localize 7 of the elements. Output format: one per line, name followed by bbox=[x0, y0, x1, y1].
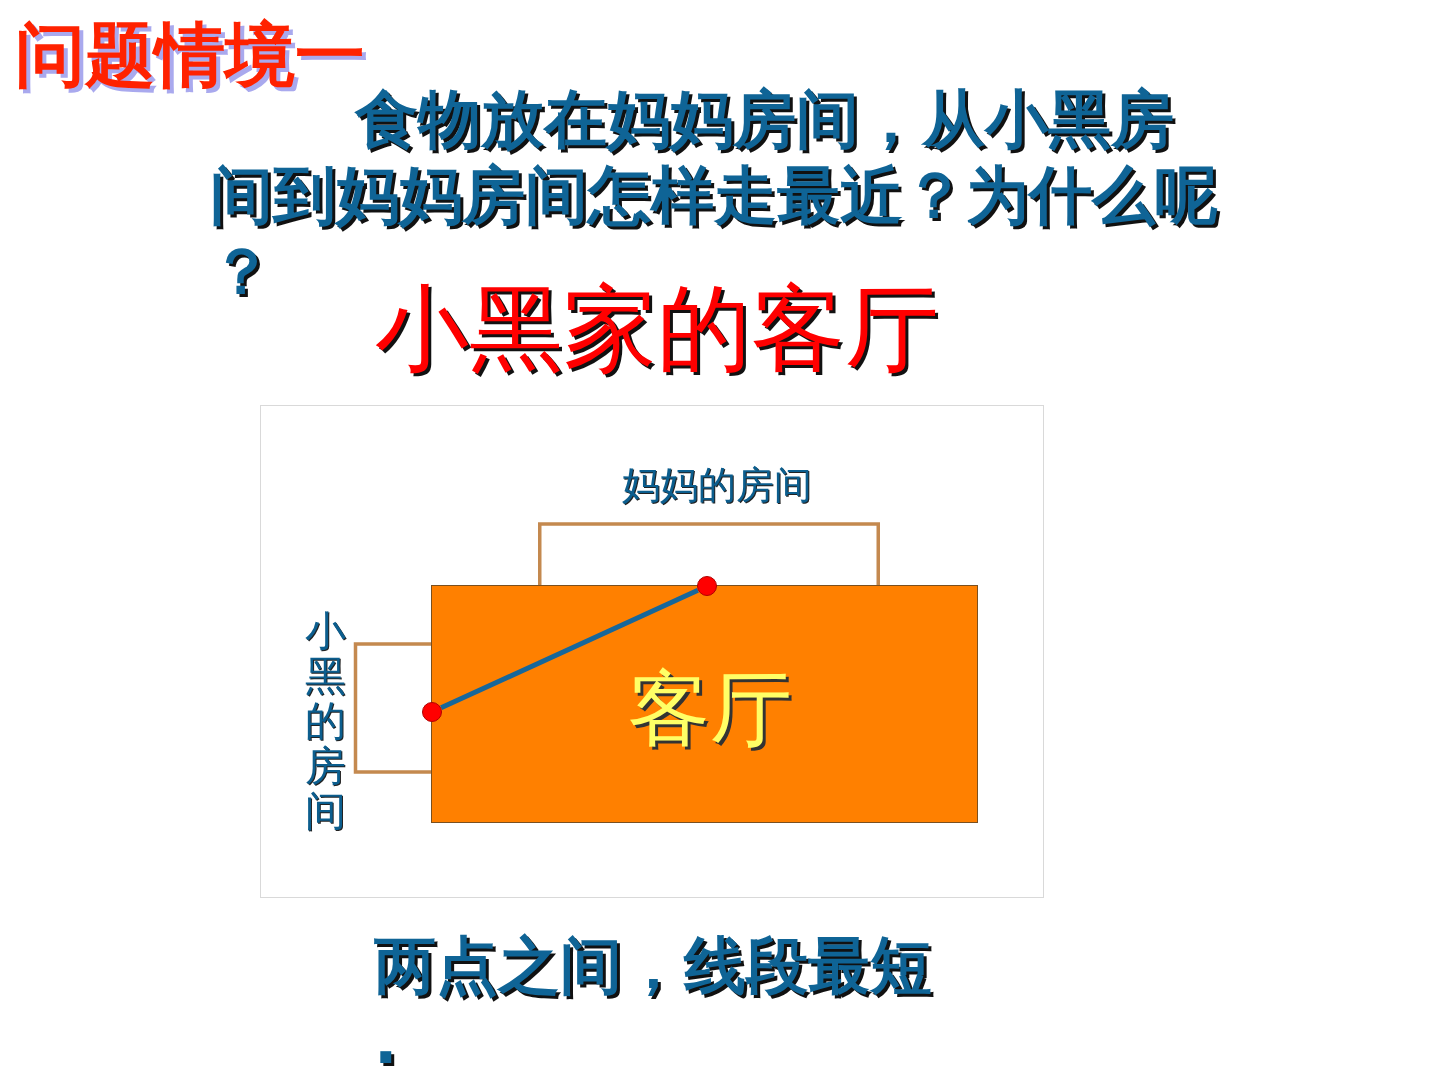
figure-heading: 小黑家的客厅 bbox=[375, 282, 939, 376]
point-marker-icon bbox=[422, 702, 442, 722]
room-label: 客厅 bbox=[627, 669, 792, 751]
room-label: 妈妈的房间 bbox=[622, 463, 812, 508]
line-segment bbox=[440, 587, 699, 711]
conclusion-text: 两点之间，线段最短. bbox=[374, 928, 933, 1080]
room-label: 小黑的房间 bbox=[305, 609, 346, 835]
